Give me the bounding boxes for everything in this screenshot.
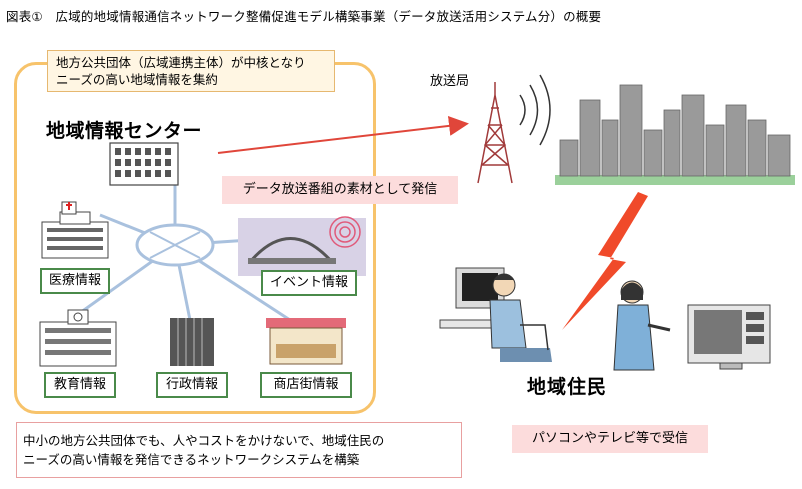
education-info-label: 教育情報 xyxy=(44,372,116,398)
lightning-bolt-icon xyxy=(562,192,648,330)
shop-icon xyxy=(266,318,346,365)
core-note-line2: ニーズの高い地域情報を集約 xyxy=(56,72,218,87)
administration-building-icon xyxy=(170,318,214,366)
broadcast-material-note: データ放送番組の素材として発信 xyxy=(222,176,458,204)
medical-info-label: 医療情報 xyxy=(40,268,110,294)
info-center-title: 地域情報センター xyxy=(46,120,203,142)
summary-note-line1: 中小の地方公共団体でも、人やコストをかけないで、地域住民の xyxy=(23,433,385,448)
broadcast-tower-icon xyxy=(477,82,513,184)
signal-waves-icon xyxy=(519,74,551,146)
core-role-note: 地方公共団体（広域連携主体）が中核となり ニーズの高い地域情報を集約 xyxy=(47,50,335,92)
pc-user-icon xyxy=(439,267,552,362)
core-note-line1: 地方公共団体（広域連携主体）が中核となり xyxy=(56,55,306,70)
summary-note-line2: ニーズの高い情報を発信できるネットワークシステムを構築 xyxy=(23,452,360,467)
television-icon xyxy=(687,304,771,370)
transmission-arrow xyxy=(217,115,469,154)
administration-info-label: 行政情報 xyxy=(156,372,228,398)
city-skyline-icon xyxy=(555,84,795,185)
summary-note: 中小の地方公共団体でも、人やコストをかけないで、地域住民の ニーズの高い情報を発… xyxy=(16,422,462,478)
network-hub xyxy=(135,223,215,267)
residents-label: 地域住民 xyxy=(527,376,608,398)
figure-title: 図表① 広域的地域情報通信ネットワーク整備促進モデル構築事業（データ放送活用シス… xyxy=(6,9,602,24)
reception-note: パソコンやテレビ等で受信 xyxy=(512,425,708,453)
hospital-icon xyxy=(41,201,109,259)
broadcast-station-label: 放送局 xyxy=(430,74,470,89)
shopping-street-info-label: 商店街情報 xyxy=(260,372,352,398)
tv-viewer-icon xyxy=(613,280,671,371)
event-info-label: イベント情報 xyxy=(261,270,357,296)
event-venue-icon xyxy=(238,216,366,276)
school-icon xyxy=(39,309,117,367)
info-center-building-icon xyxy=(109,142,179,186)
